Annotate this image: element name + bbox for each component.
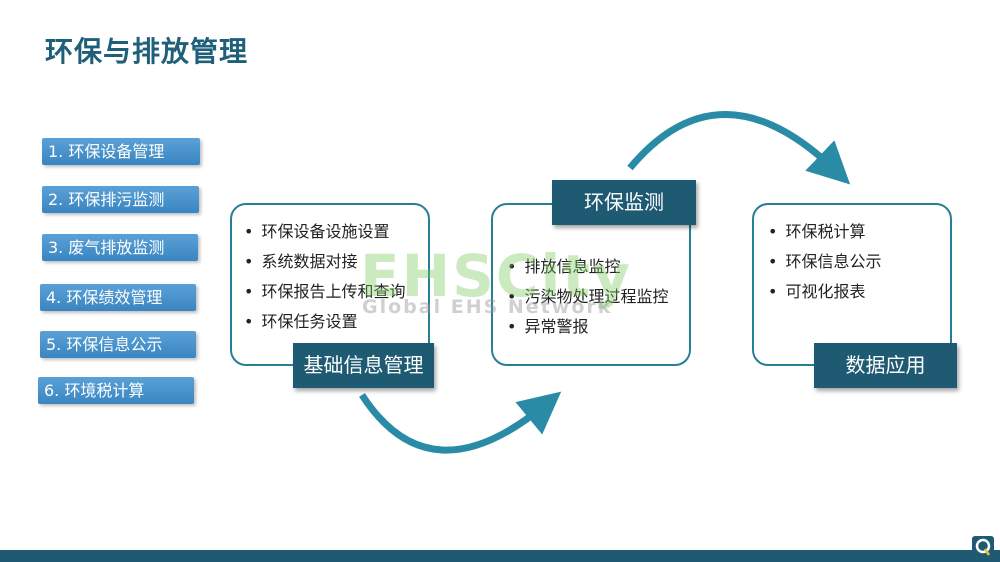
corner-logo-icon xyxy=(972,536,994,558)
menu-item-label: 2. 环保排污监测 xyxy=(48,190,165,209)
arrow-top xyxy=(627,111,851,185)
card-label-basic-info: 基础信息管理 xyxy=(293,343,434,388)
menu-item-exhaust-monitoring[interactable]: 3. 废气排放监测 xyxy=(42,234,198,261)
menu-item-label: 5. 环保信息公示 xyxy=(46,335,163,354)
list-item: 异常警报 xyxy=(507,312,689,342)
menu-item-performance[interactable]: 4. 环保绩效管理 xyxy=(40,284,196,311)
menu-item-env-tax[interactable]: 6. 环境税计算 xyxy=(38,377,194,404)
watermark-logo-text: EHSCity xyxy=(360,242,632,310)
card-monitoring: 排放信息监控 污染物处理过程监控 异常警报 xyxy=(491,203,691,366)
page-title: 环保与排放管理 xyxy=(45,35,249,68)
list-item: 排放信息监控 xyxy=(507,252,689,282)
card-basic-info: 环保设备设施设置 系统数据对接 环保报告上传和查询 环保任务设置 xyxy=(230,203,430,366)
list-item: 可视化报表 xyxy=(768,277,950,307)
card-label-monitoring: 环保监测 xyxy=(552,180,696,225)
list-item: 污染物处理过程监控 xyxy=(507,282,689,312)
list-item: 环保任务设置 xyxy=(244,307,428,337)
list-item: 环保设备设施设置 xyxy=(244,217,428,247)
list-item: 环保信息公示 xyxy=(768,247,950,277)
menu-item-equipment[interactable]: 1. 环保设备管理 xyxy=(42,138,200,165)
menu-item-label: 1. 环保设备管理 xyxy=(48,142,165,161)
menu-item-info-disclosure[interactable]: 5. 环保信息公示 xyxy=(40,331,196,358)
arrow-bottom xyxy=(359,391,562,454)
list-item: 环保报告上传和查询 xyxy=(244,277,428,307)
card-label-data-application: 数据应用 xyxy=(814,343,957,388)
footer-bar xyxy=(0,550,1000,562)
menu-item-label: 3. 废气排放监测 xyxy=(48,238,165,257)
menu-item-label: 4. 环保绩效管理 xyxy=(46,288,163,307)
list-item: 系统数据对接 xyxy=(244,247,428,277)
watermark-subtitle: Global EHS Network xyxy=(362,296,613,318)
card-data-application: 环保税计算 环保信息公示 可视化报表 xyxy=(752,203,952,366)
list-item: 环保税计算 xyxy=(768,217,950,247)
menu-item-label: 6. 环境税计算 xyxy=(44,381,145,400)
menu-item-discharge-monitoring[interactable]: 2. 环保排污监测 xyxy=(42,186,199,213)
